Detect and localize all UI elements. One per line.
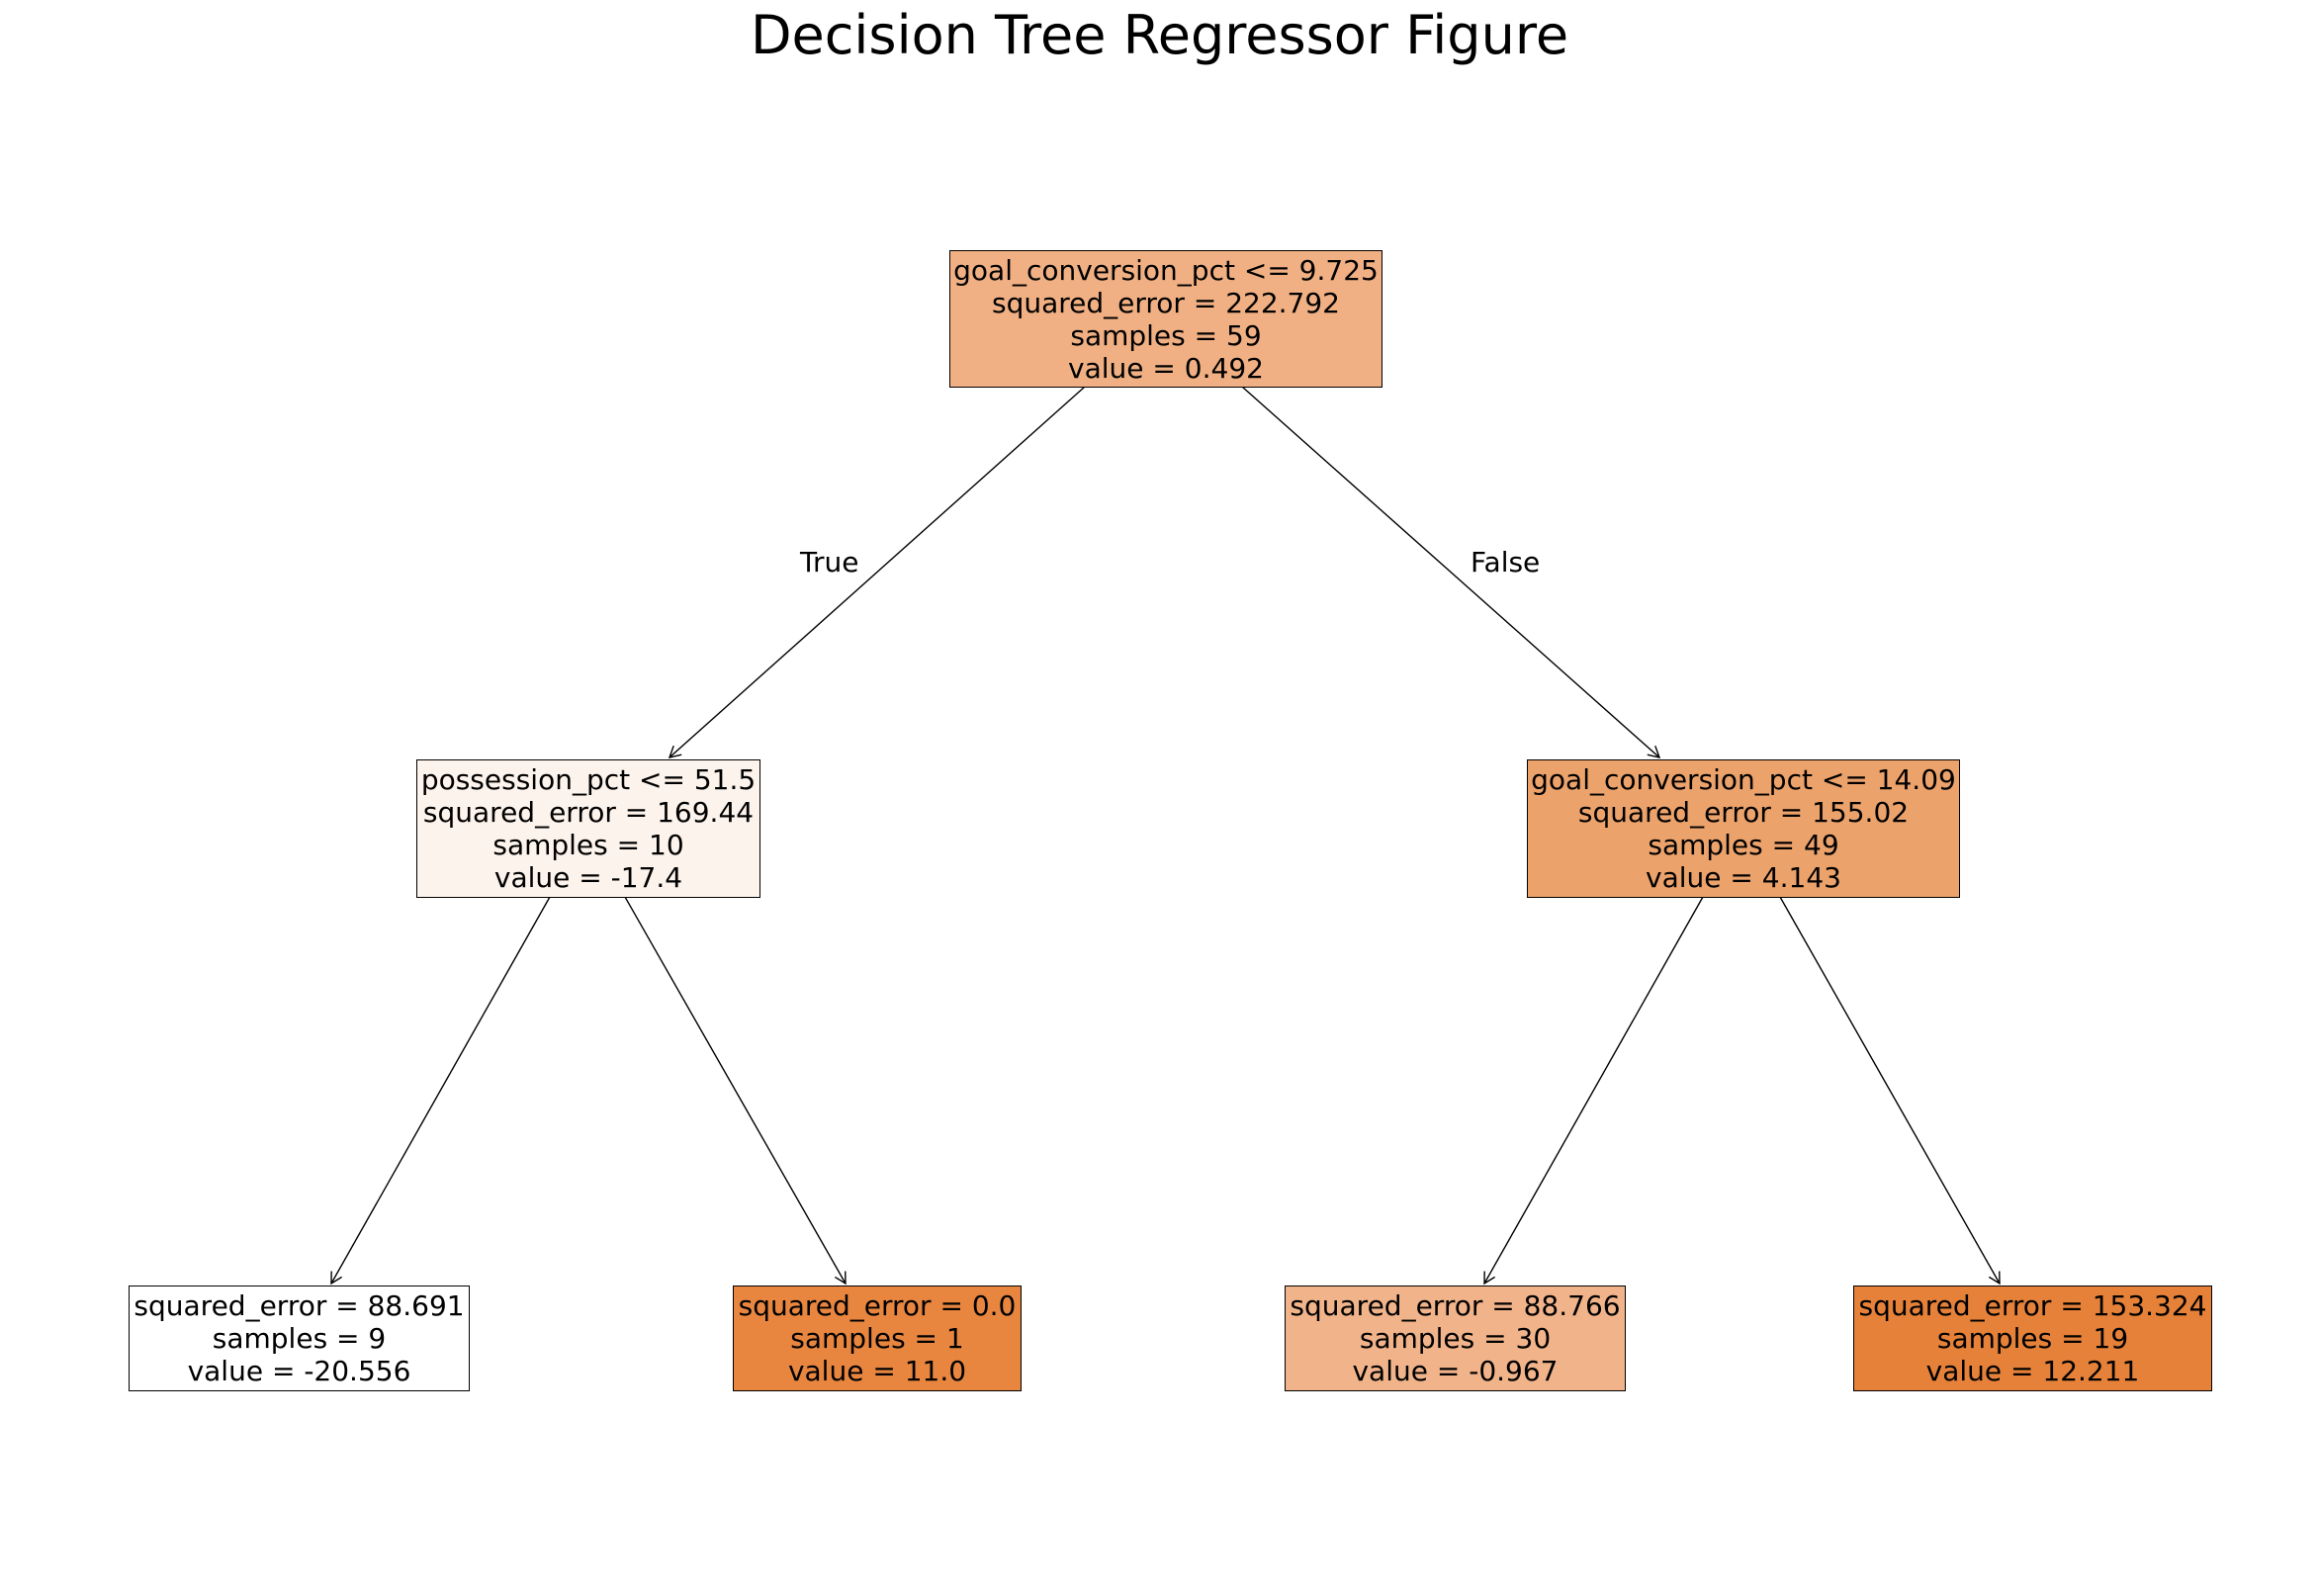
node-condition: goal_conversion_pct <= 9.725 xyxy=(953,253,1379,287)
node-samples: samples = 9 xyxy=(212,1322,387,1355)
node-value: value = 0.492 xyxy=(1068,351,1264,385)
chart-title: Decision Tree Regressor Figure xyxy=(750,4,1569,66)
node-squared-error: squared_error = 222.792 xyxy=(992,286,1340,319)
edge-root-to-left xyxy=(668,386,1086,758)
node-value: value = 11.0 xyxy=(787,1355,967,1387)
edge-label-false: False xyxy=(1471,546,1541,578)
node-samples: samples = 49 xyxy=(1648,829,1839,861)
edge-label-true: True xyxy=(800,546,859,578)
node-value: value = -17.4 xyxy=(493,861,683,894)
node-samples: samples = 1 xyxy=(790,1322,964,1355)
leaf-left-left: squared_error = 88.691 samples = 9 value… xyxy=(129,1286,470,1391)
node-samples: samples = 30 xyxy=(1359,1322,1552,1355)
edge-root-to-right xyxy=(1241,386,1661,758)
edge-right-to-leaf-rl xyxy=(1483,896,1704,1286)
edge-left-to-leaf-lr xyxy=(624,896,847,1286)
node-samples: samples = 19 xyxy=(1936,1322,2129,1355)
node-squared-error: squared_error = 0.0 xyxy=(738,1289,1017,1322)
node-value: value = -0.967 xyxy=(1352,1355,1559,1387)
node-condition: possession_pct <= 51.5 xyxy=(420,763,757,796)
node-squared-error: squared_error = 88.691 xyxy=(134,1289,465,1322)
node-squared-error: squared_error = 169.44 xyxy=(422,796,755,829)
node-squared-error: squared_error = 155.02 xyxy=(1577,796,1910,829)
node-root: goal_conversion_pct <= 9.725 squared_err… xyxy=(949,250,1382,388)
node-samples: samples = 10 xyxy=(492,829,684,861)
node-value: value = 4.143 xyxy=(1646,861,1841,894)
leaf-right-left: squared_error = 88.766 samples = 30 valu… xyxy=(1285,1286,1626,1391)
leaf-left-right: squared_error = 0.0 samples = 1 value = … xyxy=(733,1286,1022,1391)
leaf-right-right: squared_error = 153.324 samples = 19 val… xyxy=(1853,1286,2212,1391)
node-value: value = 12.211 xyxy=(1925,1355,2140,1387)
node-squared-error: squared_error = 153.324 xyxy=(1858,1289,2207,1322)
node-squared-error: squared_error = 88.766 xyxy=(1290,1289,1621,1322)
node-samples: samples = 59 xyxy=(1070,318,1262,352)
node-value: value = -20.556 xyxy=(187,1355,411,1387)
edge-right-to-leaf-rr xyxy=(1779,896,2001,1286)
node-left: possession_pct <= 51.5 squared_error = 1… xyxy=(416,759,760,898)
edge-left-to-leaf-ll xyxy=(330,896,551,1286)
node-condition: goal_conversion_pct <= 14.09 xyxy=(1531,763,1956,796)
node-right: goal_conversion_pct <= 14.09 squared_err… xyxy=(1527,759,1960,898)
